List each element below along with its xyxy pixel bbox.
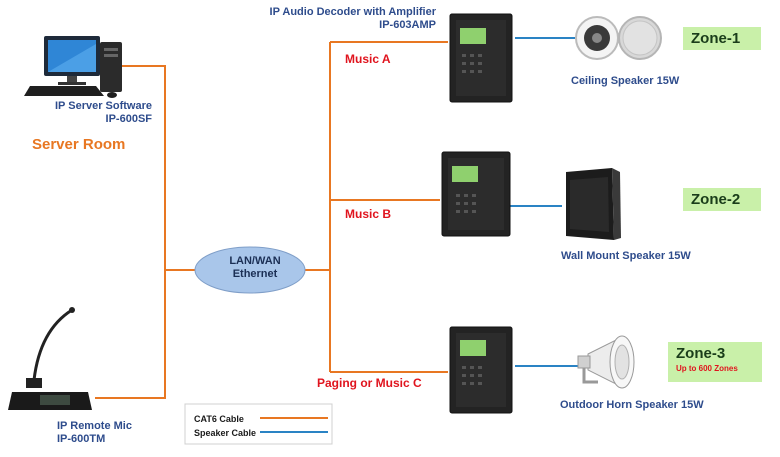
lan-label-line2: Ethernet: [232, 268, 278, 280]
lan-wan-cloud: [194, 246, 306, 294]
cat6-cable-lines: [95, 41, 448, 399]
lan-label-line1: LAN/WAN: [229, 255, 281, 267]
lan-label: LAN/WAN Ethernet: [200, 255, 310, 281]
server-computer-icon: [24, 36, 122, 98]
speaker-cable-lines: [510, 37, 578, 367]
mic-label: IP Remote Mic IP-600TM: [57, 420, 132, 446]
decoder-label-line2: IP-603AMP: [379, 19, 436, 31]
amplifier-1-icon: [449, 13, 513, 103]
ceiling-speaker-icon: [575, 16, 662, 60]
speaker-label-2: Wall Mount Speaker 15W: [561, 250, 691, 262]
horn-speaker-icon: [577, 335, 635, 389]
mic-label-line2: IP-600TM: [57, 433, 106, 445]
legend-cat6-label: CAT6 Cable: [194, 414, 244, 424]
branch-label-b: Music B: [345, 207, 392, 221]
branch-label-c: Paging or Music C: [317, 376, 422, 390]
zone-3-note: Up to 600 Zones: [676, 364, 738, 373]
zone-1-badge: Zone-1: [683, 27, 761, 50]
speaker-label-3: Outdoor Horn Speaker 15W: [560, 399, 704, 411]
amplifier-3-icon: [449, 326, 513, 414]
legend-speaker-label: Speaker Cable: [194, 428, 257, 438]
zone-3-badge: Zone-3 Up to 600 Zones: [668, 342, 762, 382]
decoder-label-line1: IP Audio Decoder with Amplifier: [269, 6, 436, 18]
decoder-label: IP Audio Decoder with Amplifier IP-603AM…: [256, 6, 436, 32]
wall-speaker-icon: [566, 168, 621, 240]
zone-2-badge: Zone-2: [683, 188, 761, 211]
zone-3-label: Zone-3: [676, 345, 726, 362]
speaker-label-1: Ceiling Speaker 15W: [571, 75, 680, 87]
remote-mic-icon: [8, 307, 92, 410]
server-label-line2: IP-600SF: [105, 113, 152, 125]
legend-box: [184, 403, 333, 445]
mic-label-line1: IP Remote Mic: [57, 420, 132, 432]
legend-labels: CAT6 Cable Speaker Cable: [194, 412, 256, 440]
server-label: IP Server Software IP-600SF: [44, 100, 152, 126]
server-mic-trunk: [95, 65, 166, 399]
server-label-line1: IP Server Software: [54, 100, 152, 112]
branch-label-a: Music A: [345, 52, 391, 66]
server-room-label: Server Room: [32, 136, 126, 153]
amplifier-2-icon: [441, 151, 511, 237]
